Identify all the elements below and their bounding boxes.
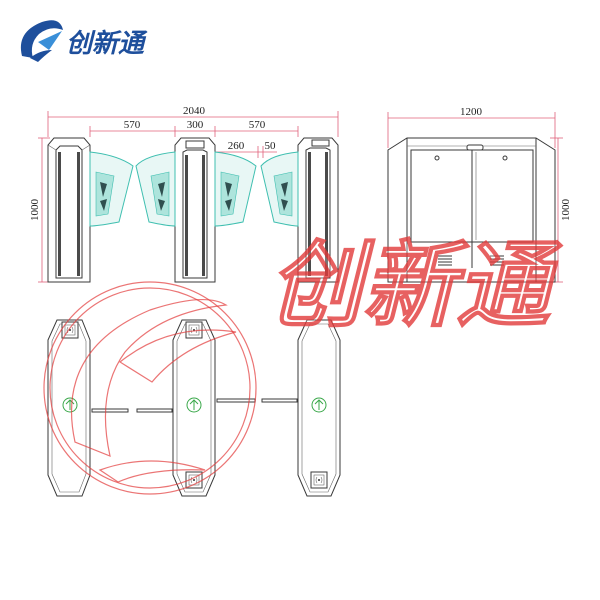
top-flap-1-left [91, 408, 129, 413]
card-reader-icon [185, 471, 203, 489]
top-view [47, 319, 341, 497]
front-pillar-left [47, 137, 91, 283]
flap-gap-label: 50 [265, 140, 277, 152]
segment-right-label: 570 [249, 119, 266, 131]
flap-width-label: 260 [228, 140, 245, 152]
side-dimensions: 1200 1000 [387, 106, 572, 283]
front-pillar-center [174, 137, 216, 283]
overall-width-label: 2040 [183, 105, 206, 117]
glass-flap-1-left [89, 151, 134, 227]
segment-middle-label: 300 [187, 119, 204, 131]
card-reader-icon [310, 471, 328, 489]
top-flap-2-left [216, 398, 256, 403]
glass-flap-2-left [214, 151, 257, 227]
glass-flap-1-right [135, 151, 176, 227]
top-pillar-right [297, 319, 341, 497]
front-view: 2040 570 300 570 260 50 1000 [29, 105, 339, 283]
green-up-arrow-icon [311, 397, 327, 413]
indicator-light [311, 139, 330, 147]
screw [502, 155, 508, 161]
card-reader-icon [185, 321, 203, 339]
height-label: 1000 [29, 199, 41, 222]
front-dimensions: 2040 570 300 570 260 50 1000 [29, 105, 339, 283]
segment-left-label: 570 [124, 119, 141, 131]
side-cabinet [387, 137, 556, 283]
door-handle-slot [466, 144, 484, 151]
glass-flap-2-right [260, 151, 299, 227]
top-flap-2-right [261, 398, 298, 403]
top-pillar-left [47, 319, 91, 497]
vent-right [490, 255, 504, 266]
side-width-label: 1200 [460, 106, 483, 118]
side-view: 1200 1000 [387, 106, 572, 283]
side-height-label: 1000 [560, 199, 572, 222]
top-flap-1-right [136, 408, 173, 413]
top-pillar-center [172, 319, 216, 497]
vent-left [438, 255, 452, 266]
brand-name: 创新通 [66, 29, 148, 59]
front-pillar-right [297, 137, 339, 283]
card-reader-icon [61, 321, 79, 339]
brand-bird-icon [20, 20, 63, 62]
indicator-light [185, 140, 205, 149]
screw [434, 155, 440, 161]
brand-logo: 创新通 [20, 20, 148, 62]
